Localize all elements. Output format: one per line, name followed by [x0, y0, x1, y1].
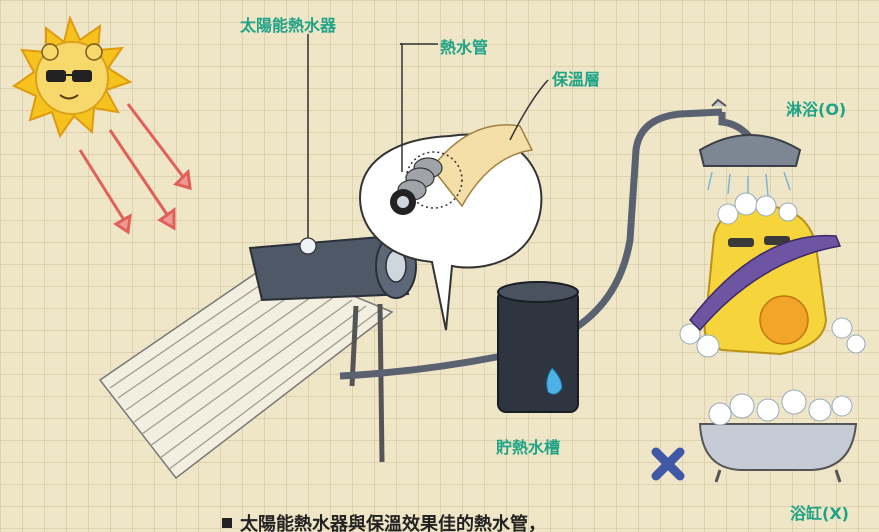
bathtub-icon: [698, 389, 858, 483]
storage-tank: [497, 281, 579, 413]
leader-lines: [307, 34, 549, 238]
sun-icon: [11, 14, 133, 139]
bullet-icon: [222, 518, 232, 528]
shower-head-icon: [698, 98, 802, 167]
pipe-detail-bubble: [358, 124, 543, 331]
caption: 太陽能熱水器與保溫效果佳的熱水管，: [222, 510, 546, 532]
sunlight-arrows: [78, 103, 192, 235]
storage-tank-label: 貯熱水槽: [496, 438, 561, 457]
solar-collector-tubes: [98, 261, 394, 480]
insulation-layer-label: 保溫層: [552, 70, 601, 89]
hot-water-pipe-label: 熱水管: [440, 38, 489, 57]
cross-mark-icon: [651, 447, 685, 481]
showering-character: [679, 192, 866, 358]
bathtub-label: 浴缸(X): [790, 504, 849, 523]
caption-text: 太陽能熱水器與保溫效果佳的熱水管，: [240, 514, 546, 532]
solar-heater-tank: [248, 233, 417, 302]
solar-heater-label: 太陽能熱水器: [240, 16, 337, 35]
shower-label: 淋浴(O): [786, 100, 847, 119]
